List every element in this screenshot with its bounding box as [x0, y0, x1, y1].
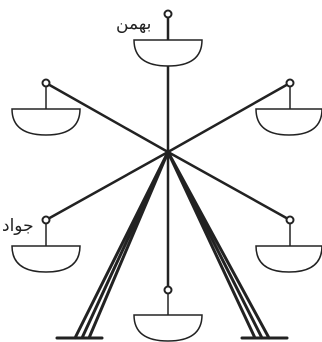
- hub: [166, 150, 170, 154]
- car-upper-right: [256, 80, 322, 136]
- car-upper-left: [12, 80, 80, 136]
- label-top-car: بهمن: [116, 14, 151, 34]
- car-bottom: [134, 287, 202, 342]
- label-left-car: جواد: [2, 216, 34, 236]
- support-frame: [75, 152, 269, 338]
- car-lower-right: [256, 217, 322, 273]
